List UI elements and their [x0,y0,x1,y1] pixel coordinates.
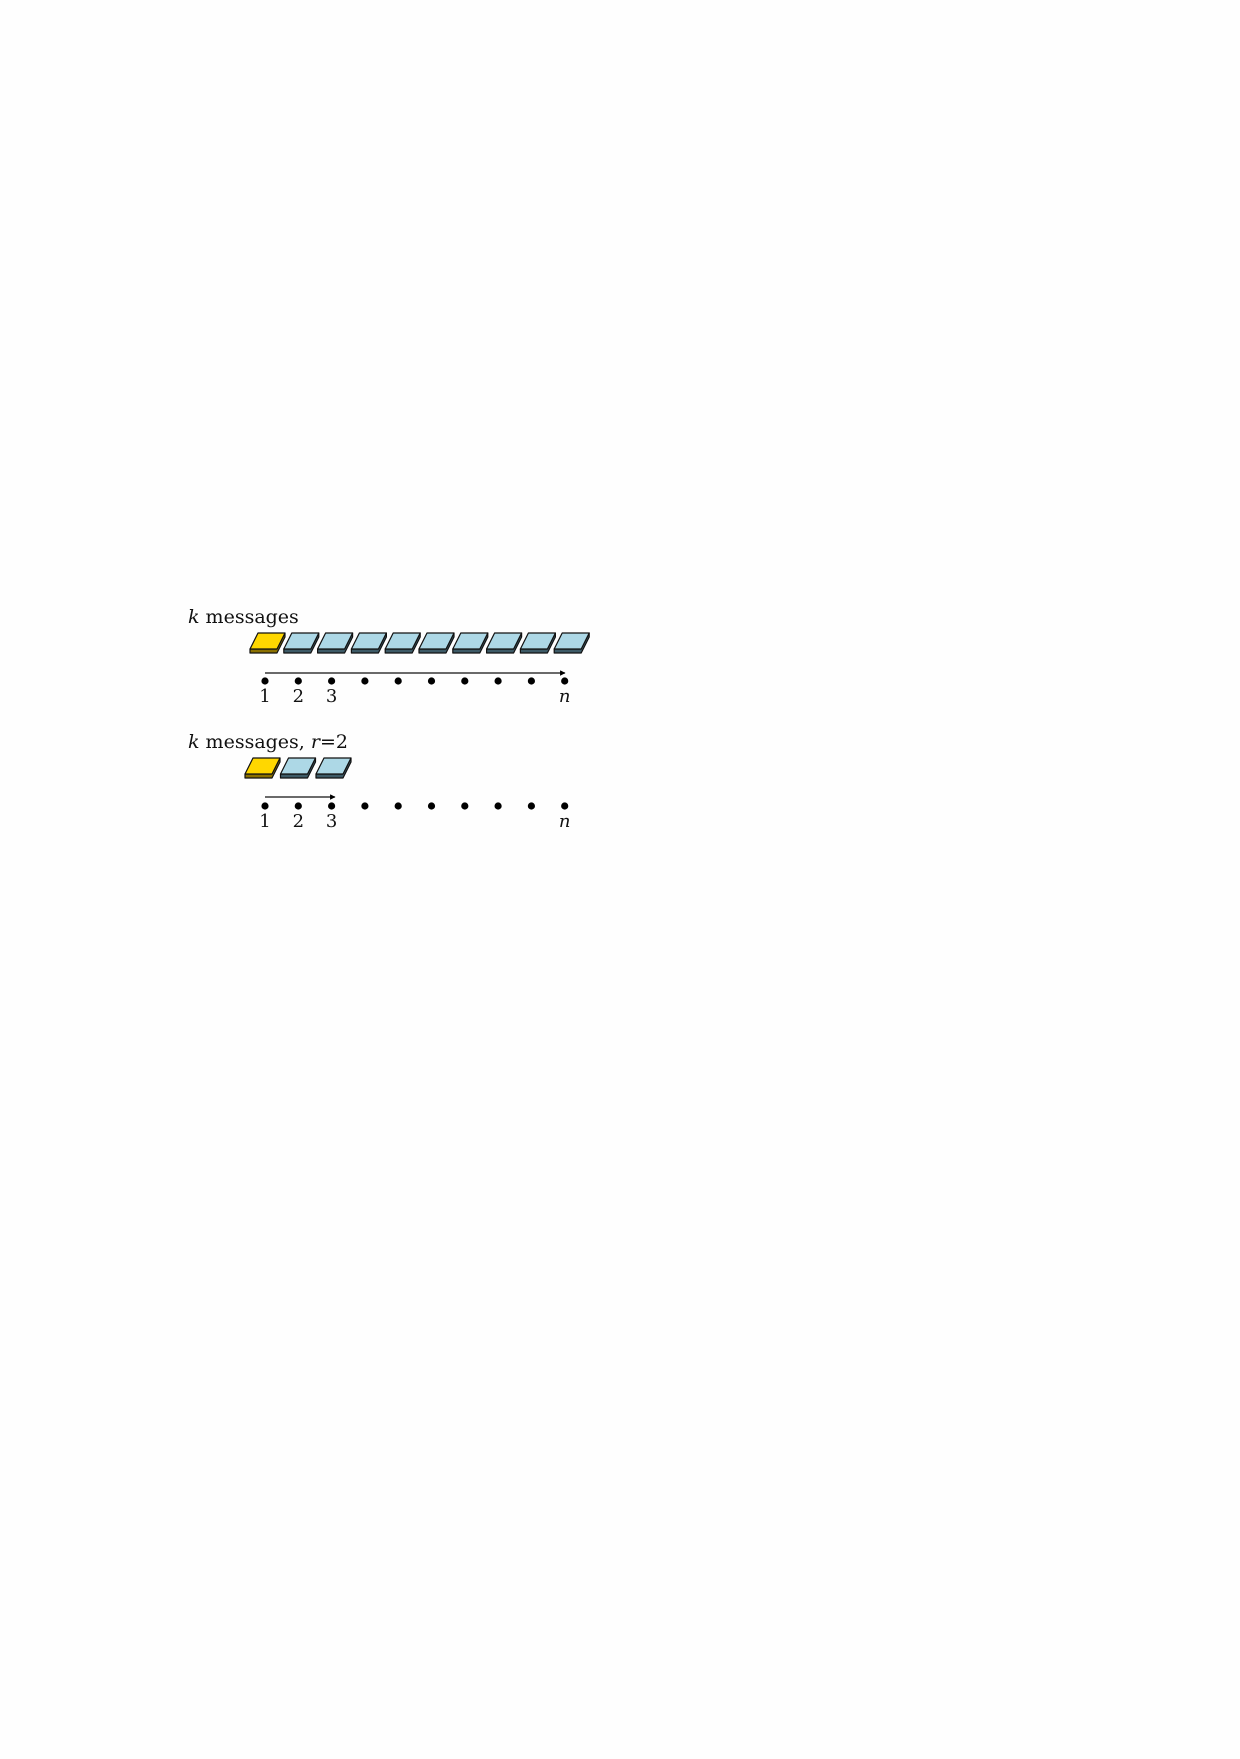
title-variable-r: r [310,731,320,753]
node-label: n [558,811,571,832]
node-dot [561,677,569,685]
node-label: n [558,686,571,707]
node-dot [261,802,269,810]
node-dot [361,802,369,810]
title-text: messages [199,606,299,628]
message-tile [283,632,320,654]
message-tile [350,632,387,654]
node-dot [394,677,402,685]
node-dot [494,677,502,685]
node-label: 3 [325,811,338,832]
title-range-value: =2 [319,731,348,753]
node-line [261,677,569,685]
node-dot [461,802,469,810]
node-dot [527,677,536,685]
node-label: 1 [259,811,271,832]
node-label: 2 [292,686,305,707]
message-tile [279,757,317,779]
node-dot [527,802,536,810]
node-label: 2 [292,811,305,832]
node-dot [427,677,436,685]
node-dot [427,802,436,810]
message-tile [553,632,590,654]
node-dot [328,802,336,810]
message-tile-highlighted [244,757,281,779]
node-dot [461,677,469,685]
panel-full-broadcast [249,632,590,685]
message-tile [486,632,523,654]
message-tile [452,632,489,654]
node-dot [394,802,402,810]
node-dot [561,802,569,810]
node-dot [328,677,336,685]
message-tile [519,632,556,654]
message-queue [249,632,590,654]
panel-title-full-broadcast: k messages [188,608,299,627]
node-dot [261,677,269,685]
node-dot [294,802,302,810]
title-variable-k: k [188,731,200,753]
node-dot [494,802,502,810]
message-tile [384,632,421,654]
panel-limited-range [244,757,569,810]
message-tile [315,757,352,779]
message-tile [418,632,455,654]
message-queue [244,757,352,779]
panel-title-limited-range: k messages, r=2 [188,733,348,752]
message-tile-highlighted [249,632,286,654]
node-dot [294,677,302,685]
title-variable-k: k [188,606,200,628]
node-line [261,802,569,810]
node-label: 1 [259,686,271,707]
node-dot [361,677,369,685]
node-label: 3 [325,686,338,707]
title-text: messages, [199,731,311,753]
message-tile [317,632,354,654]
